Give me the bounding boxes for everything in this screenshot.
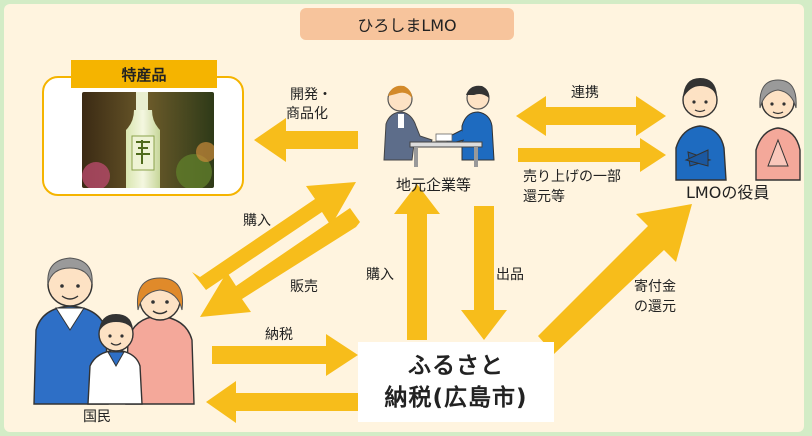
arrow-kaihatsu bbox=[254, 118, 358, 162]
nozei-label: 納税 bbox=[265, 327, 293, 343]
arrow-uriage bbox=[518, 138, 666, 172]
kifukin-label-2: の還元 bbox=[634, 299, 676, 315]
kaihatsu-label-1: 開発・ bbox=[290, 87, 332, 103]
uriage-label-2: 還元等 bbox=[523, 189, 565, 205]
arrow-return bbox=[206, 381, 358, 423]
arrow-shuppin bbox=[461, 206, 507, 340]
furusato-line1: ふるさと bbox=[408, 353, 504, 379]
businessman-left-icon bbox=[383, 85, 433, 161]
furusato-box: ふるさと 納税(広島市) bbox=[358, 342, 554, 422]
kifukin-label-1: 寄付金 bbox=[634, 279, 676, 295]
uriage-label-1: 売り上げの一部 bbox=[523, 169, 621, 185]
arrow-konyu-top bbox=[192, 182, 356, 290]
arrow-renkei bbox=[516, 96, 666, 136]
konyu-top-label: 購入 bbox=[243, 213, 271, 229]
furusato-line2: 納税(広島市) bbox=[384, 385, 528, 411]
sake-bottle-image bbox=[82, 92, 214, 188]
arrow-konyu-mid bbox=[394, 184, 440, 340]
hanbai-label: 販売 bbox=[290, 279, 318, 295]
lmo-label: LMOの役員 bbox=[686, 183, 770, 202]
officer-man-icon bbox=[675, 78, 727, 181]
mother-icon bbox=[125, 277, 195, 405]
tokusanhin-tab: 特産品 bbox=[71, 60, 217, 88]
kaihatsu-label-2: 商品化 bbox=[286, 106, 328, 122]
citizens-label: 国民 bbox=[83, 409, 111, 425]
shuppin-label: 出品 bbox=[496, 267, 524, 283]
tokusanhin-label: 特産品 bbox=[121, 65, 167, 84]
officer-woman-icon bbox=[755, 79, 801, 181]
arrow-hanbai bbox=[200, 208, 360, 317]
product-photo bbox=[82, 92, 214, 188]
renkei-label: 連携 bbox=[571, 85, 599, 101]
desk-icon bbox=[409, 133, 483, 167]
company-label: 地元企業等 bbox=[396, 176, 472, 194]
title-text: ひろしまLMO bbox=[357, 16, 457, 35]
konyu-mid-label: 購入 bbox=[366, 267, 394, 283]
title-tab: ひろしまLMO bbox=[300, 8, 514, 40]
child-icon bbox=[87, 314, 143, 405]
arrow-nozei bbox=[212, 334, 358, 376]
arrow-kifukin bbox=[538, 204, 692, 354]
